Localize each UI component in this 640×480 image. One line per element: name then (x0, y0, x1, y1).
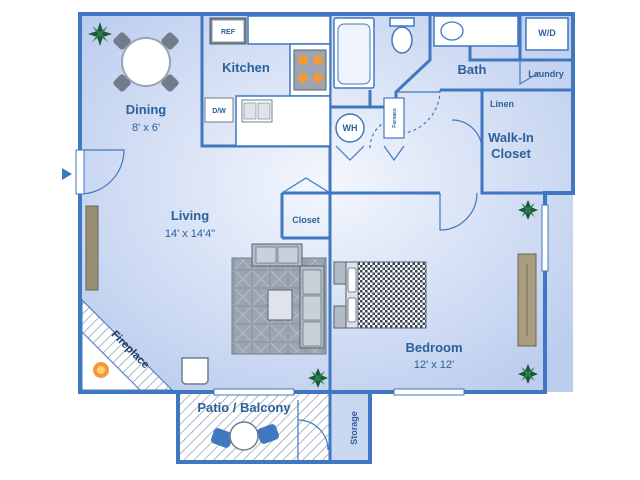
plant-icon (88, 22, 112, 46)
room-dims-dining: 8' x 6' (132, 122, 160, 134)
room-label-kitchen: Kitchen (222, 60, 270, 75)
label-linen: Linen (490, 99, 514, 109)
burner-icon (313, 73, 323, 83)
entry-door[interactable] (75, 149, 85, 195)
dishwasher (204, 97, 234, 123)
bed (355, 261, 427, 329)
room-label-storage: Storage (349, 411, 359, 445)
washer-dryer (525, 17, 569, 51)
patio-furniture (210, 421, 280, 451)
pillow (347, 267, 357, 293)
nightstand (333, 305, 347, 329)
room-label-walkin-2: Closet (491, 146, 531, 161)
label-closet: Closet (292, 215, 320, 225)
bath-fixtures (333, 15, 569, 89)
media-console (85, 205, 99, 291)
room-dims-bedroom: 12' x 12' (414, 359, 454, 371)
entry-arrow-icon (62, 168, 72, 180)
room-label-bath: Bath (458, 62, 487, 77)
fireplace (81, 298, 174, 391)
burner-icon (298, 73, 308, 83)
nightstand (333, 261, 347, 285)
living-furniture (85, 205, 327, 385)
label-ref: REF (221, 29, 236, 36)
label-wh: WH (343, 123, 358, 133)
armchair (181, 357, 209, 385)
toilet-tank (389, 17, 415, 27)
furnace (383, 97, 405, 139)
room-label-bedroom: Bedroom (405, 340, 462, 355)
room-dims-living: 14' x 14'4" (165, 228, 215, 240)
utility-closet (335, 97, 405, 162)
label-dw: D/W (212, 108, 226, 115)
bedroom-furniture (333, 253, 537, 347)
room-label-living: Living (171, 208, 209, 223)
plant-icon (518, 364, 538, 384)
dining-table (121, 37, 171, 87)
room-label-walkin-1: Walk-In (488, 130, 534, 145)
windows (213, 204, 549, 396)
toilet-icon (391, 26, 413, 54)
bath-sink-icon (440, 21, 464, 41)
room-label-patio: Patio / Balcony (197, 400, 291, 415)
burner-icon (298, 55, 308, 65)
label-furnace: Furnace (392, 108, 398, 128)
plants (88, 22, 538, 388)
water-heater (335, 113, 365, 143)
label-wd: W/D (538, 28, 556, 38)
kitchen-fixtures (204, 15, 331, 147)
plant-icon (518, 200, 538, 220)
room-labels: Dining 8' x 6' Kitchen Bath Living 14' x… (126, 60, 534, 445)
stove (293, 49, 327, 91)
coffee-table (267, 289, 293, 321)
pillow (347, 297, 357, 323)
burner-icon (313, 55, 323, 65)
dining-set (113, 32, 179, 92)
label-laundry: Laundry (528, 69, 564, 79)
room-label-dining: Dining (126, 102, 166, 117)
plant-icon (308, 368, 328, 388)
patio-table (229, 421, 259, 451)
